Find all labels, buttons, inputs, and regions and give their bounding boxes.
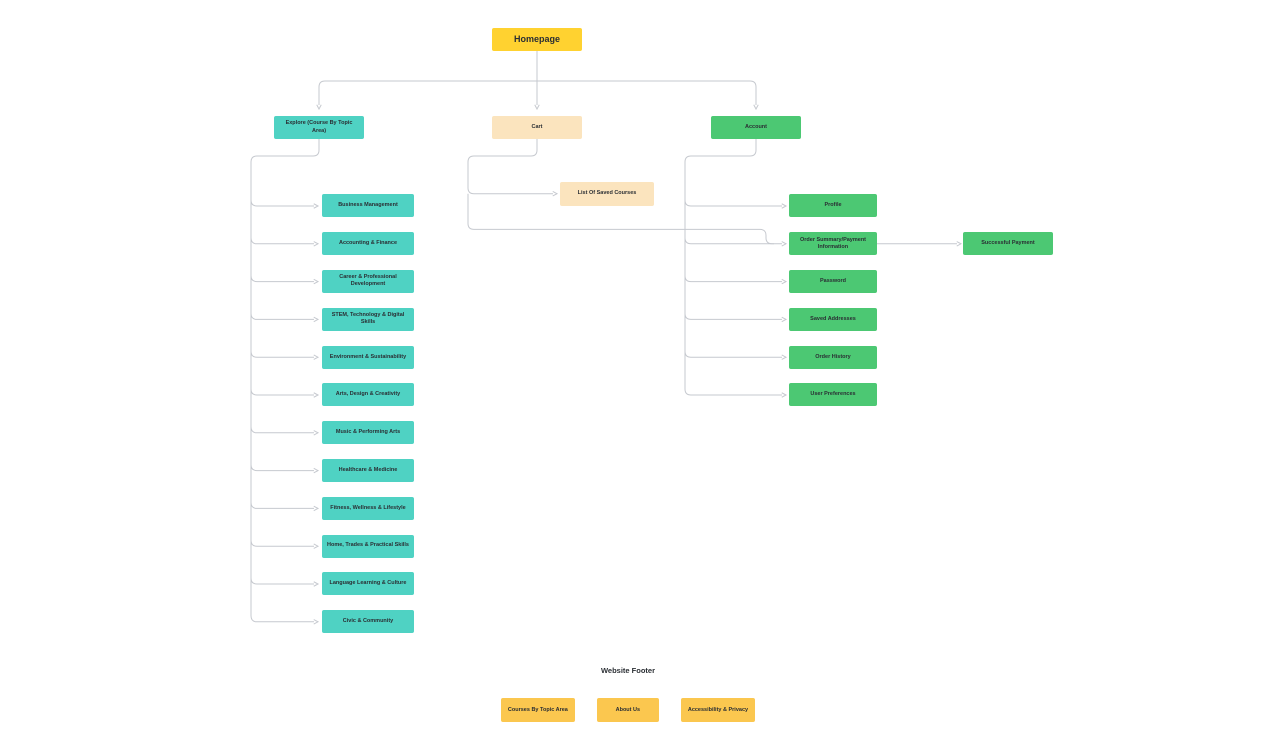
flow-node-account-item[interactable]: Order Summary/Payment Information xyxy=(789,232,877,256)
flow-node-account-item[interactable]: Order History xyxy=(789,345,877,369)
flow-node-slot: Healthcare & Medicine xyxy=(322,452,414,490)
footer-link-button[interactable]: About Us xyxy=(596,698,659,722)
flow-node-topic[interactable]: Home, Trades & Practical Skills xyxy=(322,534,414,558)
flow-node-successful-payment[interactable]: Successful Payment xyxy=(963,232,1053,255)
flow-node-explore[interactable]: Explore (Course By Topic Area) xyxy=(274,116,364,139)
flow-node-topic[interactable]: Environment & Sustainability xyxy=(322,345,414,369)
flow-node-slot: Fitness, Wellness & Lifestyle xyxy=(322,489,414,527)
flow-node-slot: Civic & Community xyxy=(322,603,414,641)
flow-node-topic[interactable]: Music & Performing Arts xyxy=(322,421,414,445)
footer-links-row: Courses By Topic Area About Us Accessibili… xyxy=(0,698,1256,722)
footer-heading: Website Footer xyxy=(600,666,656,675)
footer-link-button[interactable]: Courses By Topic Area xyxy=(500,698,575,722)
footer-link-button[interactable]: Accessibility & Privacy xyxy=(680,698,756,722)
connector-paths xyxy=(250,51,963,625)
flow-node-slot: Music & Performing Arts xyxy=(322,414,414,452)
flow-node-topic[interactable]: Civic & Community xyxy=(322,610,414,634)
flow-node-slot: Order History xyxy=(789,338,877,376)
flow-node-slot: Saved Addresses xyxy=(789,300,877,338)
flow-node-cart[interactable]: Cart xyxy=(492,116,582,139)
flow-node-account-item[interactable]: User Preferences xyxy=(789,383,877,407)
flow-node-slot: Accounting & Finance xyxy=(322,225,414,263)
flow-node-topic[interactable]: Arts, Design & Creativity xyxy=(322,383,414,407)
flow-node-topic[interactable]: Healthcare & Medicine xyxy=(322,458,414,482)
flow-node-topic[interactable]: Career & Professional Development xyxy=(322,269,414,293)
flow-node-saved-courses[interactable]: List Of Saved Courses xyxy=(560,182,654,206)
flow-node-slot: Profile xyxy=(789,187,877,225)
account-section-column: Profile Order Summary/Payment Informatio… xyxy=(789,187,877,414)
flow-node-topic[interactable]: Business Management xyxy=(322,194,414,218)
flow-node-slot: Career & Professional Development xyxy=(322,263,414,301)
flow-node-slot: Business Management xyxy=(322,187,414,225)
flow-node-account-item[interactable]: Password xyxy=(789,269,877,293)
flow-node-slot: User Preferences xyxy=(789,376,877,414)
flow-node-topic[interactable]: STEM, Technology & Digital Skills xyxy=(322,307,414,331)
flow-node-slot: Order Summary/Payment Information xyxy=(789,225,877,263)
flow-node-topic[interactable]: Fitness, Wellness & Lifestyle xyxy=(322,496,414,520)
flow-node-slot: Password xyxy=(789,263,877,301)
flow-node-topic[interactable]: Language Learning & Culture xyxy=(322,572,414,596)
flow-node-homepage[interactable]: Homepage xyxy=(492,28,582,51)
flow-node-slot: Arts, Design & Creativity xyxy=(322,376,414,414)
flow-node-slot: Language Learning & Culture xyxy=(322,565,414,603)
flow-node-account-item[interactable]: Saved Addresses xyxy=(789,307,877,331)
flow-node-topic[interactable]: Accounting & Finance xyxy=(322,232,414,256)
flow-node-account-item[interactable]: Profile xyxy=(789,194,877,218)
explore-topic-column: Business Management Accounting & Finance… xyxy=(322,187,414,641)
flow-node-slot: STEM, Technology & Digital Skills xyxy=(322,300,414,338)
flow-node-slot: Environment & Sustainability xyxy=(322,338,414,376)
flow-node-account[interactable]: Account xyxy=(711,116,801,139)
flow-node-slot: Home, Trades & Practical Skills xyxy=(322,527,414,565)
